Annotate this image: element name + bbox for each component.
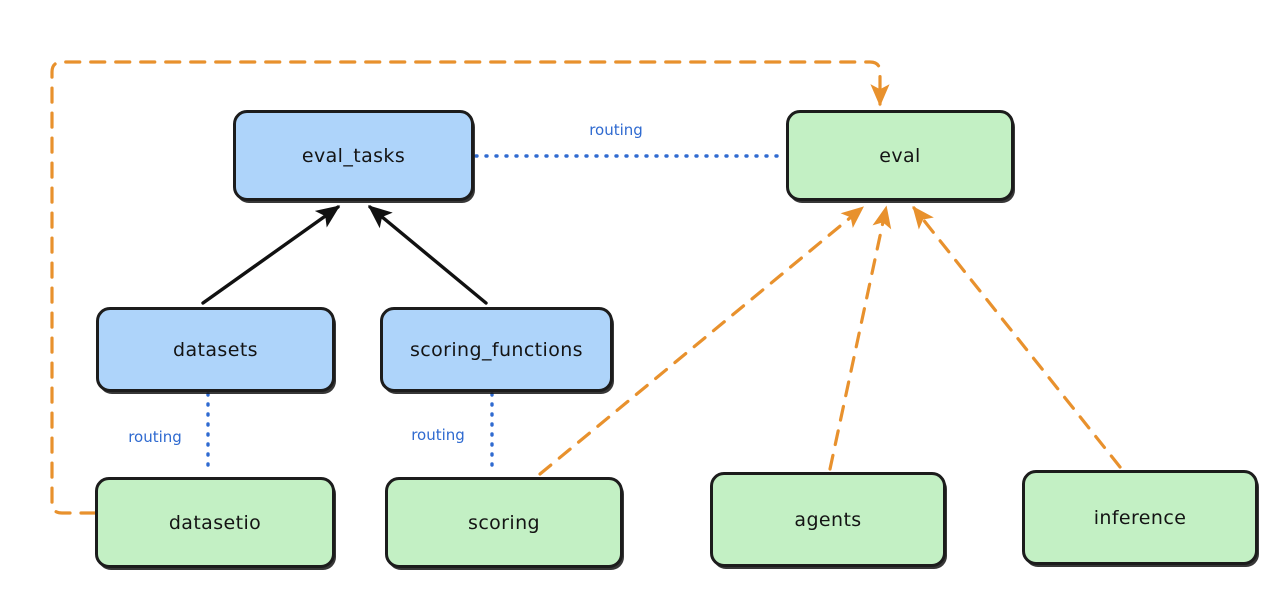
node-agents[interactable]: agents [710, 472, 946, 567]
node-label: agents [794, 508, 862, 531]
node-label: scoring [468, 511, 540, 534]
node-label: eval [879, 144, 921, 167]
edge-datasets-evaltasks [201, 205, 341, 305]
edge-label-routing-datasetio: routing [128, 428, 182, 446]
node-label: datasetio [168, 511, 262, 534]
edge-scoring-eval [538, 206, 864, 476]
node-datasets[interactable]: datasets [96, 307, 335, 392]
node-label: inference [1093, 506, 1187, 529]
node-label: eval_tasks [301, 144, 406, 167]
edge-inference-eval [912, 205, 1122, 469]
node-inference[interactable]: inference [1022, 470, 1258, 565]
node-scoring[interactable]: scoring [385, 477, 623, 568]
edge-label-routing-scoring: routing [411, 426, 465, 444]
node-scoring-functions[interactable]: scoring_functions [380, 307, 613, 392]
node-label: scoring_functions [410, 338, 583, 361]
node-label: datasets [173, 338, 258, 361]
edge-label-routing-eval: routing [589, 121, 643, 139]
node-eval-tasks[interactable]: eval_tasks [233, 110, 474, 201]
edge-agents-eval [828, 205, 892, 471]
node-eval[interactable]: eval [786, 110, 1014, 201]
edge-scoringfunctions-evaltasks [367, 205, 488, 305]
node-datasetio[interactable]: datasetio [95, 477, 335, 568]
edge-eval-to-datasetio [50, 60, 890, 515]
